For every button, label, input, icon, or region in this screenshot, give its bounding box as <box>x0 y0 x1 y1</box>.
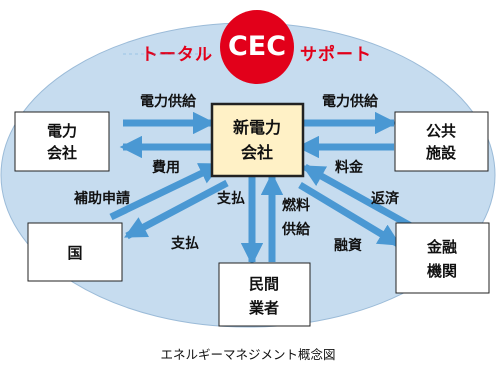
node-public-facility-line1: 公共 <box>426 122 456 140</box>
label-fuel-supply-line1: 燃料 <box>282 197 310 214</box>
node-country: 国 <box>27 222 123 282</box>
label-fuel-supply-line2: 供給 <box>281 221 311 238</box>
label-financing: 融資 <box>334 237 362 254</box>
label-fee: 料金 <box>335 159 364 176</box>
node-finance-line1: 金融 <box>426 238 457 256</box>
node-new-power: 新電力 会社 <box>210 102 305 178</box>
node-finance: 金融 機関 <box>395 222 490 294</box>
arrow-subsidy-application <box>109 161 223 221</box>
label-repayment: 返済 <box>371 190 400 207</box>
diagram-caption: エネルギーマネジメント概念図 <box>160 347 335 362</box>
label-power-supply-left: 電力供給 <box>140 93 197 110</box>
logo-left-text: トータル <box>141 45 213 65</box>
label-cost: 費用 <box>152 159 180 176</box>
node-power-company: 電力 会社 <box>14 111 110 172</box>
label-payment-country: 支払 <box>170 235 199 252</box>
logo-circle <box>220 10 294 84</box>
label-power-supply-right: 電力供給 <box>322 93 379 110</box>
arrow-payment-country <box>124 179 229 240</box>
arrow-repayment <box>302 163 413 230</box>
logo-right-text: サポート <box>300 44 372 65</box>
node-new-power-line2: 会社 <box>241 143 273 162</box>
node-private-business-line2: 業者 <box>248 299 279 317</box>
node-public-facility: 公共 施設 <box>394 111 489 172</box>
flow-arrows <box>109 111 413 266</box>
node-new-power-line1: 新電力 <box>233 118 281 137</box>
node-power-company-line1: 電力 <box>47 122 77 140</box>
node-private-business-line1: 民間 <box>249 275 279 293</box>
logo-text: CEC <box>228 31 286 62</box>
label-subsidy-application: 補助申請 <box>73 190 130 207</box>
node-private-business: 民間 業者 <box>218 262 311 327</box>
node-country-label: 国 <box>67 244 82 262</box>
node-public-facility-line2: 施設 <box>426 144 457 162</box>
label-payment-private: 支払 <box>216 190 245 207</box>
node-finance-line2: 機関 <box>427 262 457 280</box>
logo-banner: トータル CEC サポート <box>123 10 372 84</box>
arrow-financing <box>298 182 401 247</box>
flow-labels: 電力供給 費用 電力供給 料金 補助申請 支払 支払 燃料 供給 返済 融資 <box>73 93 400 254</box>
node-power-company-line2: 会社 <box>47 144 77 162</box>
